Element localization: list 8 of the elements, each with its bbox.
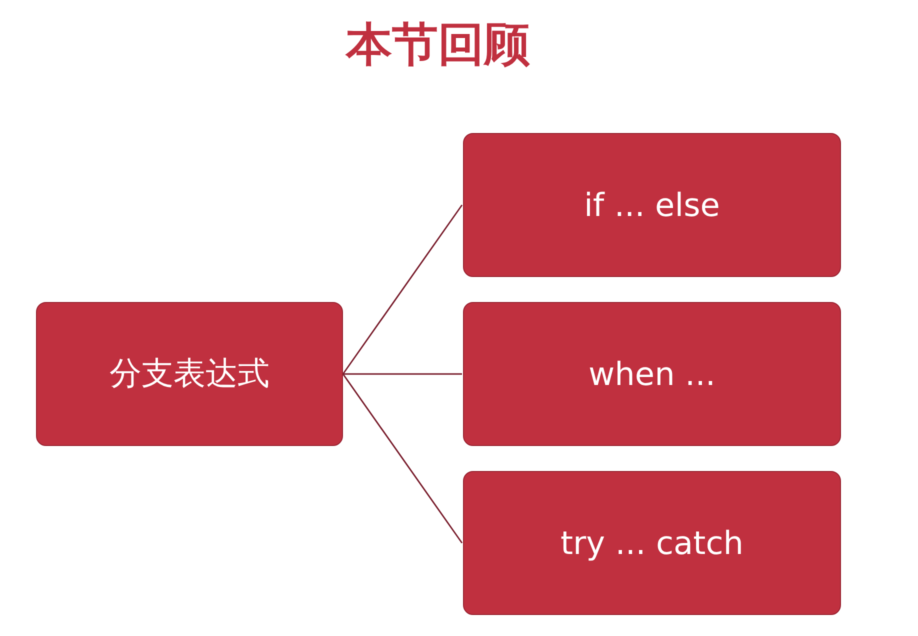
connector-line <box>342 374 463 544</box>
title: 本节回顾 <box>346 17 530 71</box>
process-box: if ... else <box>463 133 841 277</box>
process-box: try ... catch <box>463 471 841 615</box>
process-box: 分支表达式 <box>36 302 343 446</box>
connector-line <box>342 204 463 374</box>
connector-line <box>343 373 462 375</box>
process-box: when ... <box>463 302 841 446</box>
